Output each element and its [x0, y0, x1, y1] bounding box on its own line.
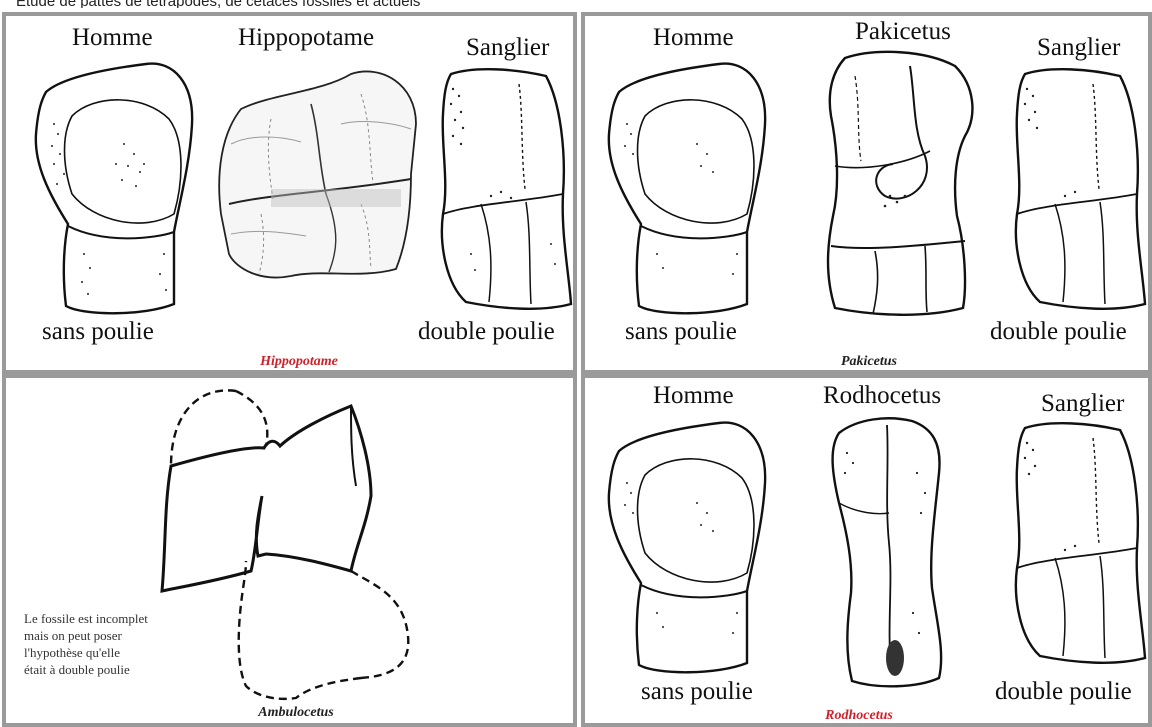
label-homme: Homme [72, 24, 153, 52]
panel-hippopotame: Homme Hippopotame Sanglier [2, 12, 577, 374]
fossil-note-line: l'hypothèse qu'elle [24, 644, 148, 661]
caption-pakicetus: Pakicetus [841, 354, 897, 370]
fossil-note: Le fossile est incomplet mais on peut po… [24, 610, 148, 678]
label-sanglier: Sanglier [466, 34, 549, 62]
label-sans-poulie: sans poulie [42, 318, 154, 346]
label-homme: Homme [653, 382, 734, 410]
caption-rodhocetus: Rodhocetus [825, 708, 893, 724]
rodhocetus-talus-drawing [817, 413, 952, 693]
hippopotame-talus-drawing [211, 64, 421, 284]
fossil-note-line: Le fossile est incomplet [24, 610, 148, 627]
label-homme: Homme [653, 24, 734, 52]
panel-rodhocetus: Homme Rodhocetus Sanglier sans [581, 374, 1152, 727]
label-sanglier: Sanglier [1041, 390, 1124, 418]
label-sanglier: Sanglier [1037, 34, 1120, 62]
ambulocetus-talus-drawing [146, 386, 426, 706]
label-hippopotame: Hippopotame [238, 24, 374, 52]
label-rodhocetus: Rodhocetus [823, 382, 941, 410]
homme-talus-drawing [597, 413, 772, 683]
label-pakicetus: Pakicetus [855, 18, 951, 46]
homme-talus-drawing [597, 54, 772, 324]
label-double-poulie: double poulie [995, 678, 1132, 706]
homme-talus-drawing [24, 54, 199, 324]
label-sans-poulie: sans poulie [625, 318, 737, 346]
label-double-poulie: double poulie [990, 318, 1127, 346]
sanglier-talus-drawing [431, 64, 576, 314]
header-text: Étude de pattes de tétrapodes, de cétacé… [0, 0, 1152, 8]
panel-pakicetus: Homme Pakicetus Sanglier sans pouli [581, 12, 1152, 374]
pakicetus-talus-drawing [815, 46, 985, 321]
fossil-note-line: mais on peut poser [24, 627, 148, 644]
caption-hippopotame: Hippopotame [260, 354, 338, 370]
caption-ambulocetus: Ambulocetus [258, 705, 333, 721]
panel-ambulocetus: Le fossile est incomplet mais on peut po… [2, 374, 577, 727]
sanglier-talus-drawing [1005, 64, 1150, 314]
label-sans-poulie: sans poulie [641, 678, 753, 706]
sanglier-talus-drawing [1005, 418, 1150, 668]
fossil-note-line: était à double poulie [24, 661, 148, 678]
label-double-poulie: double poulie [418, 318, 555, 346]
